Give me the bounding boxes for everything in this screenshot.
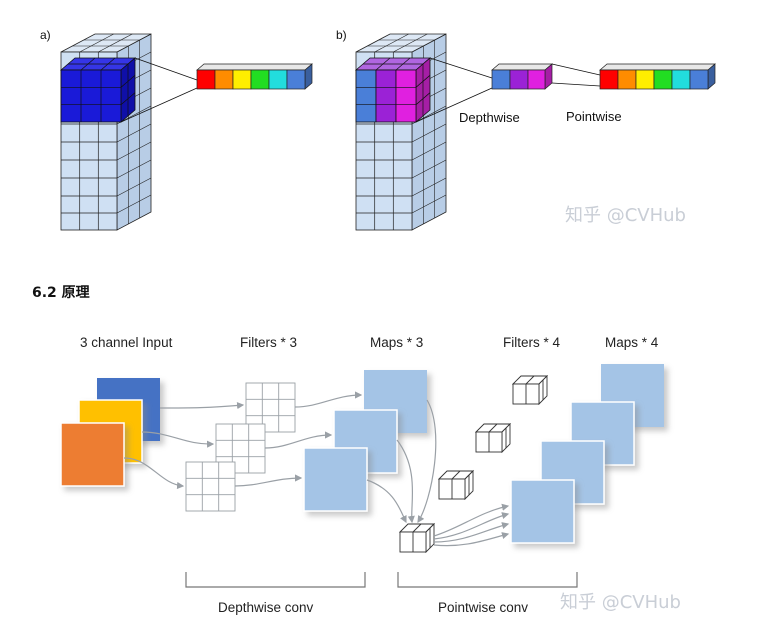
pointwise-output	[599, 63, 716, 90]
col-filters3-label: Filters * 3	[240, 335, 297, 350]
section-heading: 6.2 原理	[32, 285, 90, 301]
arrows-input-to-filters	[123, 401, 245, 490]
arrows-filters-to-maps	[234, 391, 363, 487]
panel-b: b)	[336, 28, 716, 231]
projection-lines-a	[120, 57, 198, 123]
bracket-depthwise	[185, 572, 366, 588]
col-maps3-label: Maps * 3	[370, 335, 423, 350]
depthwise-label: Depthwise	[459, 110, 520, 125]
filter-1	[245, 382, 296, 433]
pointwise-kernel-input	[398, 522, 436, 554]
input-channels	[60, 378, 160, 487]
maps-3	[303, 370, 427, 512]
bracket-depthwise-label: Depthwise conv	[218, 600, 314, 615]
filter-3	[185, 461, 236, 512]
depthwise-output	[491, 63, 553, 90]
projection-lines-b2	[551, 63, 601, 87]
map3-3	[303, 447, 368, 512]
pointwise-filters	[437, 374, 549, 501]
pointwise-label: Pointwise	[566, 109, 622, 124]
pw-filter-1	[511, 374, 549, 406]
output-vector-a	[196, 63, 313, 90]
arrows-maps-to-pointwise	[366, 399, 437, 524]
watermark-top: 知乎 @CVHub	[565, 205, 686, 226]
map4-4	[510, 479, 575, 544]
kernel-cube-a	[59, 57, 137, 123]
bracket-pointwise-label: Pointwise conv	[438, 600, 528, 615]
brackets	[185, 572, 578, 588]
pw-filter-2	[474, 422, 512, 454]
col-maps4-label: Maps * 4	[605, 335, 659, 350]
panel-b-label: b)	[336, 28, 347, 42]
pw-filter-3	[437, 469, 475, 501]
col-input-label: 3 channel Input	[80, 335, 173, 350]
panel-a-label: a)	[40, 28, 51, 42]
projection-lines-b1	[415, 57, 493, 123]
panel-a: a)	[40, 28, 313, 231]
maps-4	[510, 364, 664, 544]
col-filters4-label: Filters * 4	[503, 335, 561, 350]
bottom-diagram: 3 channel Input Filters * 3 Maps * 3 Fil…	[60, 335, 681, 615]
watermark-bottom: 知乎 @CVHub	[560, 592, 681, 613]
bracket-pointwise	[397, 572, 578, 588]
kernel-cube-b	[354, 57, 432, 123]
arrows-pointwise-to-maps	[433, 503, 510, 547]
input-channel-orange	[60, 422, 125, 487]
depthwise-filters	[185, 382, 296, 512]
